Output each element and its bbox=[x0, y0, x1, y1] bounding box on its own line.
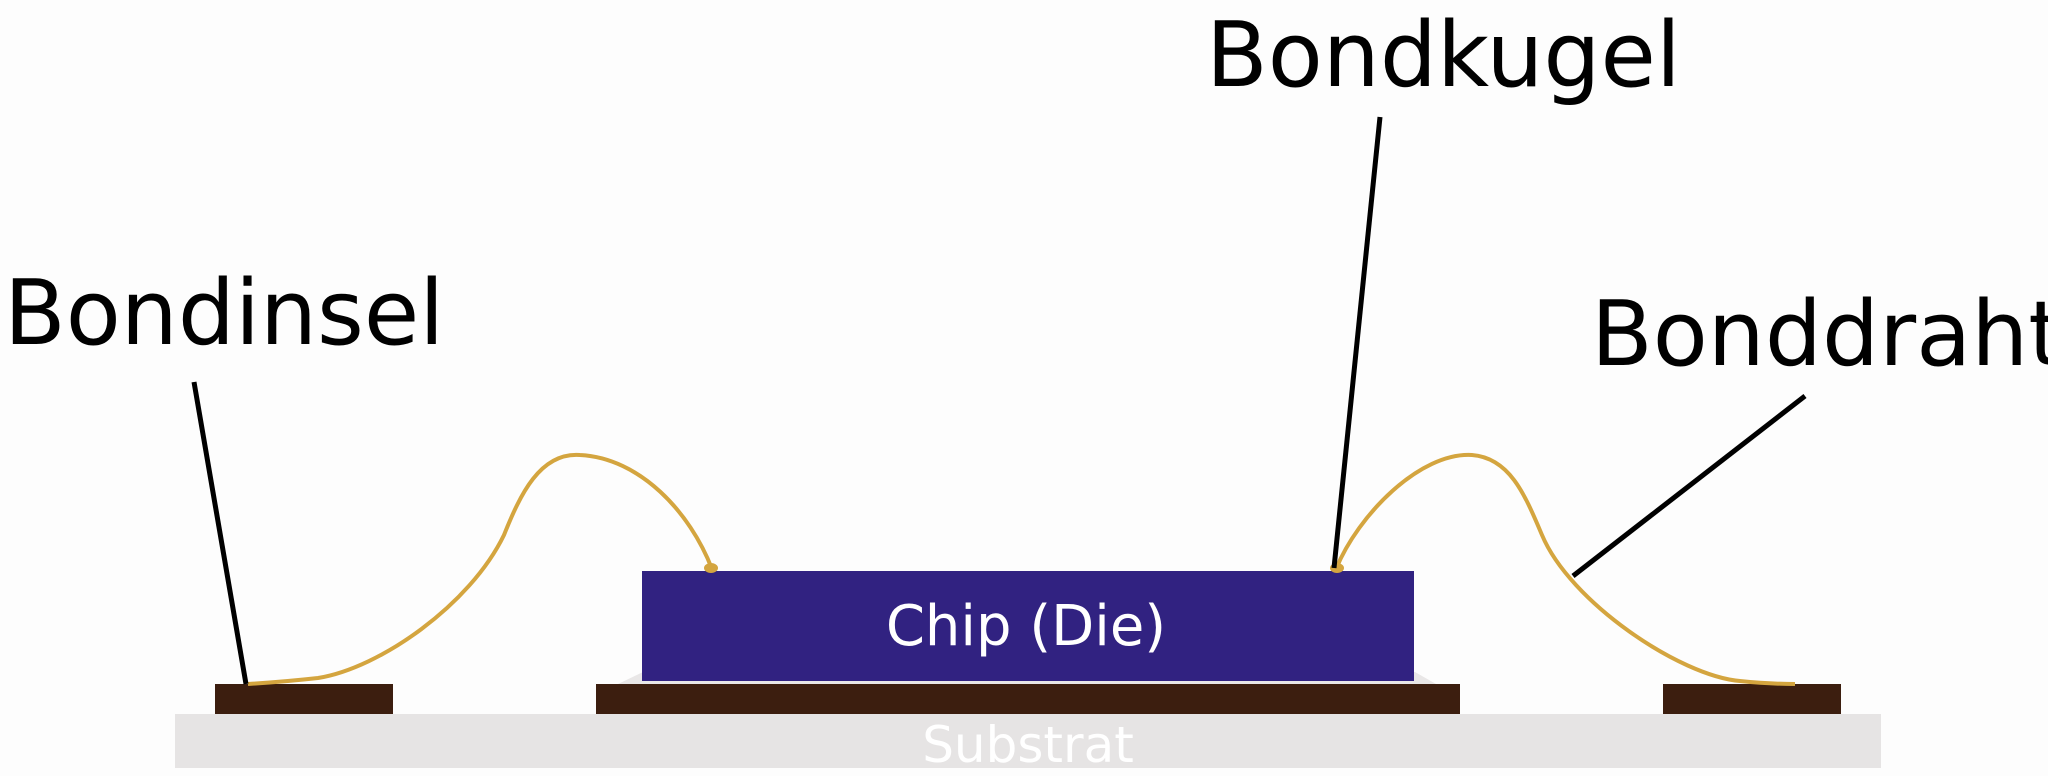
label-bondkugel: Bondkugel bbox=[1206, 3, 1681, 108]
die-pad bbox=[596, 684, 1460, 714]
leader-bondinsel bbox=[191, 381, 249, 685]
leader-bonddraht bbox=[1571, 394, 1807, 578]
left-bond-wire bbox=[247, 452, 714, 686]
right-bond-wire bbox=[1334, 452, 1796, 686]
chip-die bbox=[642, 571, 1414, 681]
leader-bondkugel bbox=[1331, 116, 1383, 569]
label-substrat: Substrat bbox=[922, 716, 1134, 774]
label-bonddraht: Bonddraht bbox=[1591, 282, 2048, 387]
left-bond-ball bbox=[704, 563, 718, 573]
label-chip: Chip (Die) bbox=[886, 594, 1166, 659]
substrate bbox=[175, 714, 1881, 768]
left-bond-pad bbox=[215, 684, 393, 714]
right-bond-pad bbox=[1663, 684, 1841, 714]
label-bondinsel: Bondinsel bbox=[4, 261, 444, 366]
